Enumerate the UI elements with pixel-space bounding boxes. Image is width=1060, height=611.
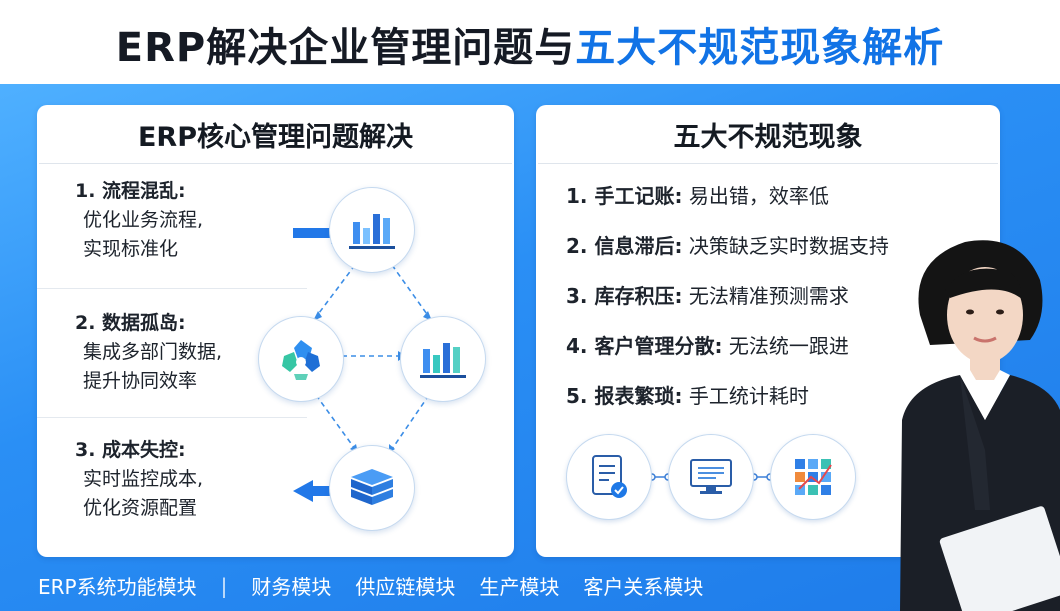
left-panel-divider	[39, 163, 512, 164]
module-crm: 客户关系模块	[583, 575, 704, 599]
item-desc: 手工统计耗时	[688, 384, 809, 408]
item-label: 4. 客户管理分散:	[566, 334, 723, 358]
issue-cost: 3. 成本失控: 实时监控成本, 优化资源配置	[75, 436, 203, 523]
footer-label: ERP系统功能模块	[38, 575, 197, 599]
title-part-1: ERP解决企业管理问题与	[115, 25, 576, 71]
phenomena-list: 1. 手工记账: 易出错，效率低 2. 信息滞后: 决策缺乏实时数据支持 3. …	[566, 179, 889, 429]
list-item: 5. 报表繁琐: 手工统计耗时	[566, 379, 889, 429]
issue-line: 优化业务流程,	[83, 209, 204, 231]
issue-title: 1. 流程混乱:	[75, 180, 186, 202]
issue-title: 2. 数据孤岛:	[75, 312, 186, 334]
right-panel-divider	[538, 163, 998, 164]
item-label: 1. 手工记账:	[566, 184, 683, 208]
database-stack-icon	[329, 445, 415, 531]
list-item: 2. 信息滞后: 决策缺乏实时数据支持	[566, 229, 889, 279]
footer-modules: ERP系统功能模块 | 财务模块 供应链模块 生产模块 客户关系模块	[38, 571, 727, 600]
presenter-illustration	[900, 240, 1060, 611]
module-supply-chain: 供应链模块	[355, 575, 456, 599]
module-production: 生产模块	[479, 575, 560, 599]
hub-icon	[258, 316, 344, 402]
title-bar: ERP解决企业管理问题与五大不规范现象解析	[0, 0, 1060, 88]
phenomena-icons	[566, 433, 866, 523]
issue-line: 实现标准化	[83, 238, 179, 260]
core-problems-panel: ERP核心管理问题解决 1. 流程混乱: 优化业务流程, 实现标准化 2. 数据…	[37, 105, 514, 557]
bar-chart-icon	[329, 187, 415, 273]
issue-line: 提升协同效率	[83, 370, 198, 392]
item-desc: 易出错，效率低	[688, 184, 829, 208]
item-desc: 决策缺乏实时数据支持	[688, 234, 889, 258]
title-part-2: 五大不规范现象解析	[575, 25, 945, 71]
issue-line: 优化资源配置	[83, 497, 198, 519]
issue-line: 实时监控成本,	[83, 468, 204, 490]
left-panel-heading: ERP核心管理问题解决	[137, 121, 414, 153]
issue-process: 1. 流程混乱: 优化业务流程, 实现标准化	[75, 177, 203, 264]
issue-title: 3. 成本失控:	[75, 439, 186, 461]
item-label: 2. 信息滞后:	[566, 234, 683, 258]
monitor-icon	[668, 434, 754, 520]
bar-chart-icon	[400, 316, 486, 402]
item-desc: 无法统一跟进	[728, 334, 849, 358]
row-divider	[37, 417, 307, 418]
checklist-icon	[566, 434, 652, 520]
item-label: 3. 库存积压:	[566, 284, 683, 308]
content-stage: ERP核心管理问题解决 1. 流程混乱: 优化业务流程, 实现标准化 2. 数据…	[0, 84, 1060, 611]
list-item: 4. 客户管理分散: 无法统一跟进	[566, 329, 889, 379]
page-title: ERP解决企业管理问题与五大不规范现象解析	[116, 15, 944, 73]
row-divider	[37, 288, 307, 289]
item-label: 5. 报表繁琐:	[566, 384, 683, 408]
module-finance: 财务模块	[251, 575, 332, 599]
right-panel-heading: 五大不规范现象	[673, 121, 863, 153]
list-item: 1. 手工记账: 易出错，效率低	[566, 179, 889, 229]
issue-data-silo: 2. 数据孤岛: 集成多部门数据, 提升协同效率	[75, 309, 222, 396]
item-desc: 无法精准预测需求	[688, 284, 849, 308]
list-item: 3. 库存积压: 无法精准预测需求	[566, 279, 889, 329]
dashboard-icon	[770, 434, 856, 520]
footer-separator: |	[220, 573, 228, 598]
issue-line: 集成多部门数据,	[83, 341, 223, 363]
